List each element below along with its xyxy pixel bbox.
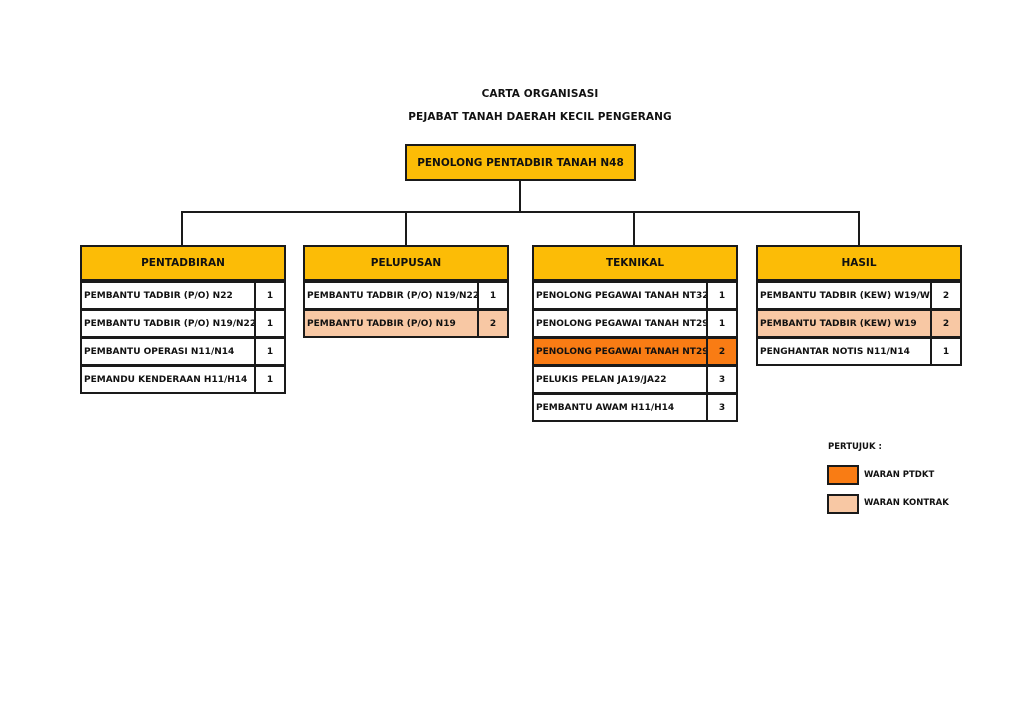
legend-title: PERTUJUK : xyxy=(828,442,882,452)
position-name: PEMBANTU TADBIR (KEW) W19 xyxy=(756,309,932,338)
position-name: PEMBANTU TADBIR (KEW) W19/W22 xyxy=(756,281,932,310)
position-count: 1 xyxy=(706,309,738,338)
legend-swatch-kontrak xyxy=(827,494,859,514)
position-name: PEMANDU KENDERAAN H11/H14 xyxy=(80,365,256,394)
position-count: 3 xyxy=(706,365,738,394)
head-box-label: PENOLONG PENTADBIR TANAH N48 xyxy=(417,156,624,169)
connector-pelupusan xyxy=(405,211,407,247)
unit-header-label: HASIL xyxy=(841,257,877,269)
position-name: PEMBANTU AWAM H11/H14 xyxy=(532,393,708,422)
position-count: 1 xyxy=(477,281,509,310)
position-count: 2 xyxy=(930,309,962,338)
connector-teknikal xyxy=(633,211,635,247)
position-name: PEMBANTU TADBIR (P/O) N19/N22 xyxy=(80,309,256,338)
position-count: 2 xyxy=(930,281,962,310)
unit-header-label: PELUPUSAN xyxy=(370,257,442,269)
position-count: 1 xyxy=(706,281,738,310)
position-count: 1 xyxy=(930,337,962,366)
unit-header-label: PENTADBIRAN xyxy=(141,257,225,269)
connector-horizontal-bus xyxy=(181,211,860,213)
unit-header-label: TEKNIKAL xyxy=(605,257,665,269)
chart-title: CARTA ORGANISASI xyxy=(481,88,599,100)
unit-header-2: TEKNIKAL xyxy=(532,245,738,281)
unit-header-1: PELUPUSAN xyxy=(303,245,509,281)
position-name: PENOLONG PEGAWAI TANAH NT32 xyxy=(532,281,708,310)
position-count: 1 xyxy=(254,309,286,338)
position-count: 1 xyxy=(254,281,286,310)
head-box: PENOLONG PENTADBIR TANAH N48 xyxy=(405,144,636,181)
position-count: 2 xyxy=(477,309,509,338)
position-count: 1 xyxy=(254,337,286,366)
connector-head-stem xyxy=(519,180,521,213)
position-name: PEMBANTU OPERASI N11/N14 xyxy=(80,337,256,366)
position-count: 1 xyxy=(254,365,286,394)
connector-pentadbiran xyxy=(181,211,183,247)
position-count: 2 xyxy=(706,337,738,366)
chart-subtitle: PEJABAT TANAH DAERAH KECIL PENGERANG xyxy=(408,111,672,123)
position-name: PEMBANTU TADBIR (P/O) N19/N22 xyxy=(303,281,479,310)
legend-label-kontrak: WARAN KONTRAK xyxy=(864,498,949,508)
position-name: PENOLONG PEGAWAI TANAH NT29/NT32 xyxy=(532,309,708,338)
position-name: PENGHANTAR NOTIS N11/N14 xyxy=(756,337,932,366)
position-count: 3 xyxy=(706,393,738,422)
legend-label-ptdkt: WARAN PTDKT xyxy=(864,470,935,480)
connector-hasil xyxy=(858,211,860,247)
unit-header-0: PENTADBIRAN xyxy=(80,245,286,281)
position-name: PEMBANTU TADBIR (P/O) N19 xyxy=(303,309,479,338)
position-name: PEMBANTU TADBIR (P/O) N22 xyxy=(80,281,256,310)
legend-swatch-ptdkt xyxy=(827,465,859,485)
unit-header-3: HASIL xyxy=(756,245,962,281)
position-name: PELUKIS PELAN JA19/JA22 xyxy=(532,365,708,394)
position-name: PENOLONG PEGAWAI TANAH NT29/NT32 xyxy=(532,337,708,366)
